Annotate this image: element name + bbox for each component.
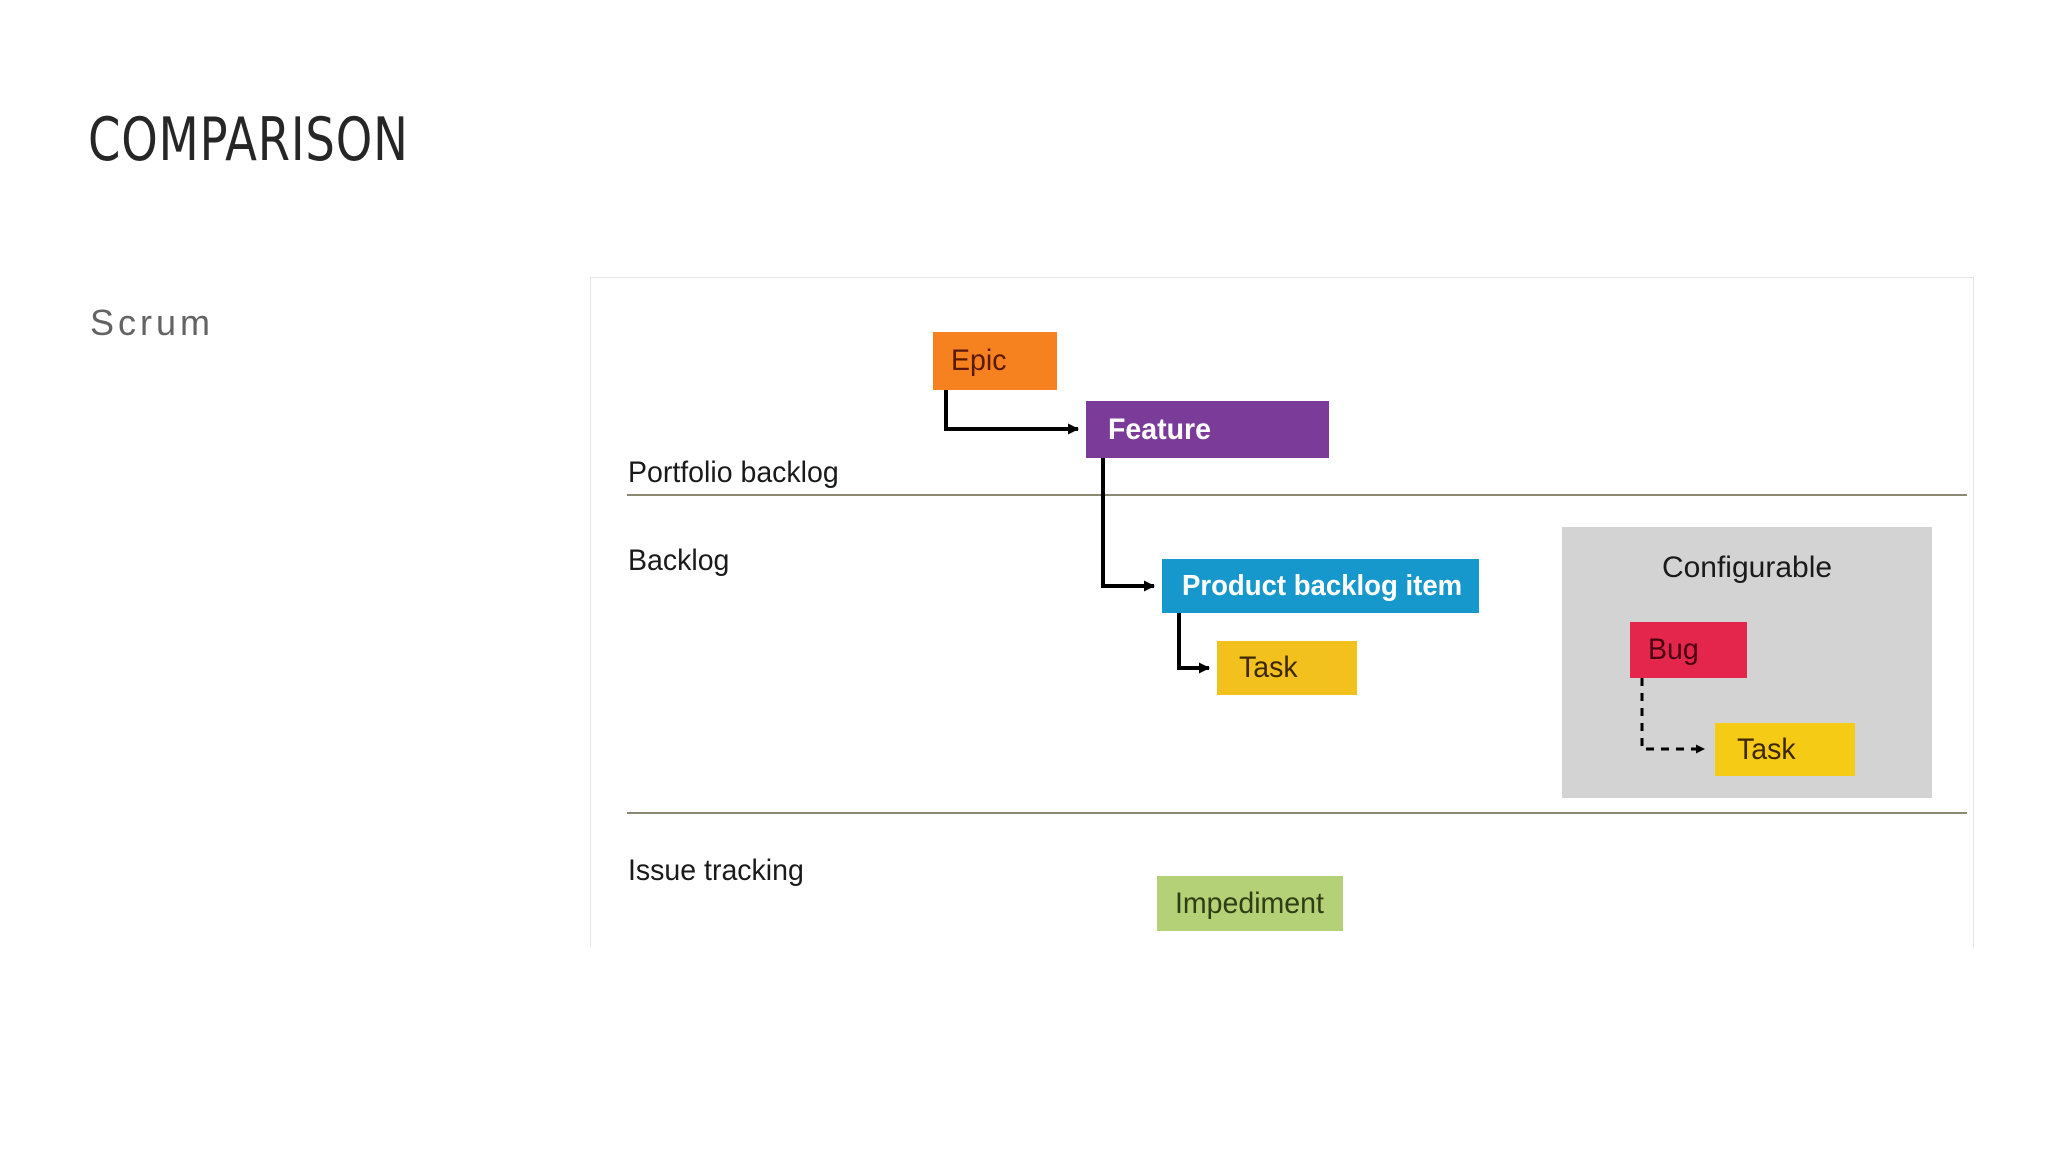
connector-epic-to-feature bbox=[944, 390, 1079, 435]
work-item-task[interactable]: Task bbox=[1217, 641, 1357, 695]
work-item-epic-label: Epic bbox=[951, 344, 1007, 377]
row-label-issue-tracking: Issue tracking bbox=[628, 854, 804, 887]
work-item-bug[interactable]: Bug bbox=[1630, 622, 1747, 678]
connector-product-backlog-item-to-task bbox=[1177, 613, 1210, 674]
work-item-task-label: Task bbox=[1239, 651, 1298, 684]
work-item-impediment-label: Impediment bbox=[1175, 886, 1324, 920]
work-item-bug-label: Bug bbox=[1648, 633, 1699, 666]
group-label-configurable: Configurable bbox=[1661, 551, 1833, 584]
scrum-hierarchy-diagram: Portfolio backlog Backlog Issue tracking… bbox=[590, 277, 1974, 947]
work-item-task-configurable[interactable]: Task bbox=[1715, 723, 1855, 776]
row-label-backlog: Backlog bbox=[628, 544, 730, 577]
work-item-product-backlog-item[interactable]: Product backlog item bbox=[1162, 559, 1479, 613]
slide-subtitle: Scrum bbox=[90, 302, 215, 343]
work-item-product-backlog-item-label: Product backlog item bbox=[1182, 569, 1463, 602]
row-divider-portfolio-backlog bbox=[627, 494, 1967, 496]
work-item-impediment[interactable]: Impediment bbox=[1157, 876, 1343, 931]
row-divider-backlog-issue-tracking bbox=[627, 812, 1967, 814]
work-item-feature[interactable]: Feature bbox=[1086, 401, 1329, 458]
work-item-epic[interactable]: Epic bbox=[933, 332, 1057, 390]
group-configurable: Configurable Bug Task bbox=[1562, 527, 1932, 798]
work-item-feature-label: Feature bbox=[1108, 412, 1211, 446]
page-title: Comparison bbox=[88, 81, 409, 181]
connector-feature-to-product-backlog-item bbox=[1101, 458, 1155, 592]
row-label-portfolio-backlog: Portfolio backlog bbox=[628, 456, 839, 489]
work-item-task-configurable-label: Task bbox=[1737, 732, 1796, 766]
